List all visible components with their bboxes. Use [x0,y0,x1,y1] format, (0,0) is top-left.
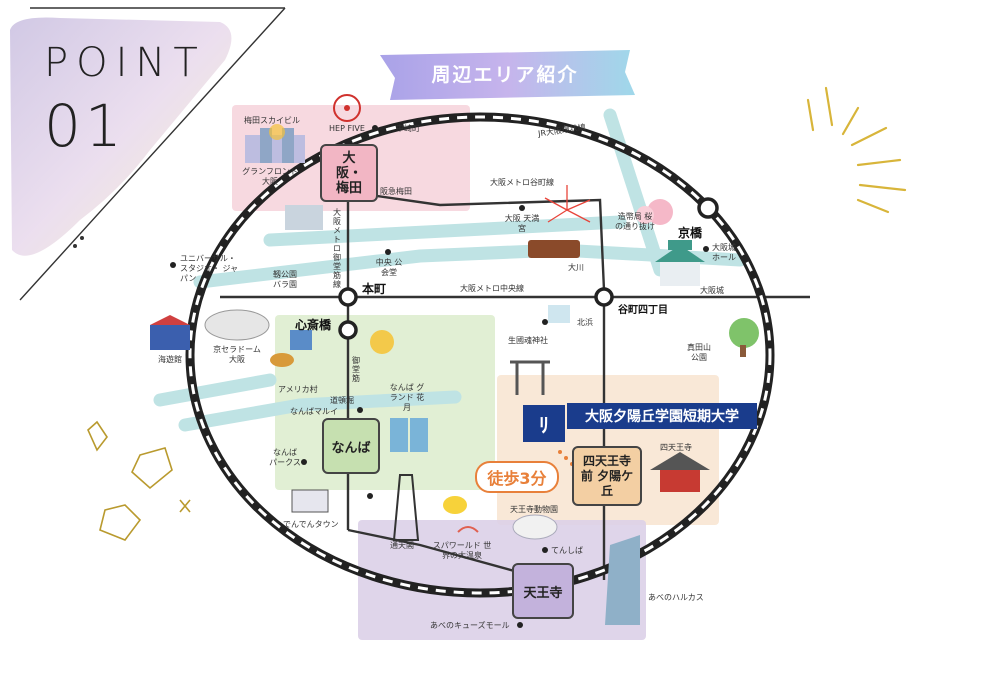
station-namba[interactable]: なんば [322,418,380,474]
point-background-blob [10,17,232,256]
place-spa-world: スパワールド 世界の大温泉 [432,541,492,560]
line-tanimachi-label: 大阪メトロ谷町線 [490,178,554,187]
place-nakazakicho: 中崎町 [396,124,420,133]
place-abeno-harukas: あべのハルカス [648,593,704,602]
place-tennoji-park: てんしば [551,546,583,555]
station-honmachi-label: 本町 [362,282,387,296]
place-zoheikyoku: 造幣局 桜の通り抜け [615,212,655,231]
place-osaka-tenmangu: 大阪 天満宮 [504,214,540,233]
place-namba-grand-kagetsu: なんば グランド 花月 [389,383,425,412]
banner-title: 周辺エリア紹介 [431,64,579,86]
line-chuo-label: 大阪メトロ中央線 [460,284,524,293]
place-osaka-castle-hall: 大阪城 ホール [712,243,736,262]
point-number: 01 [44,92,126,160]
place-usj: ユニバーサル・ スタジオ・ ジャパン [180,254,239,283]
station-shitennoji-mae[interactable]: 四天王寺前 夕陽ケ丘 [572,446,642,506]
place-namba-parks: なんば パークス [269,448,301,467]
place-namba-marui: なんばマルイ [290,407,338,416]
place-utsubo-park: 靱公園 バラ園 [273,270,297,289]
place-tennoji-zoo: 天王寺動物園 [510,505,558,514]
station-kyobashi-label: 京橋 [678,226,703,240]
station-umeda-label: 大阪・梅田 [335,150,362,196]
place-hep-five: HEP FIVE [329,124,365,133]
place-kitahama: 北浜 [577,318,593,327]
place-dotonbori: 道頓堀 [330,396,354,405]
place-okawa: 大川 [568,263,584,272]
place-qs-mall: あべのキューズモール [430,621,510,630]
point-title: POINT [44,40,206,86]
place-hankyu-umeda: 阪急梅田 [380,187,412,196]
station-umeda[interactable]: 大阪・梅田 [320,144,378,202]
place-umeda-sky: 梅田スカイビル [244,116,300,125]
rivers [153,108,747,432]
place-ikutama-jinja: 生國魂神社 [508,336,548,345]
place-shitennoji: 四天王寺 [660,443,692,452]
place-sanadayama: 真田山 公園 [687,343,711,362]
station-shitennoji-mae-label: 四天王寺前 夕陽ケ丘 [580,453,634,498]
place-osaka-castle: 大阪城 [700,286,724,295]
walk-badge: 徒歩3分 [475,461,559,493]
station-tanimachi-label: 谷町四丁目 [618,305,668,316]
place-kaiyukan: 海遊館 [158,355,182,364]
station-tennoji[interactable]: 天王寺 [512,563,574,619]
station-namba-label: なんば [331,440,371,456]
line-midosuji-label: 大阪メトロ御堂筋線 [333,208,341,289]
university-label[interactable]: 大阪夕陽丘学園短期大学 [567,403,757,429]
place-midosuji: 御堂筋 [352,356,360,383]
tennoji-area [358,520,646,640]
banner-ribbon [380,50,635,100]
svg-text:ﾘ: ﾘ [539,413,549,437]
place-kyocera-dome: 京セラドーム 大阪 [213,345,261,364]
place-amerika-mura: アメリカ村 [278,385,318,394]
place-den-den-town: でんでんタウン [283,520,339,529]
station-shinsaibashi-label: 心斎橋 [295,318,332,332]
station-tennoji-label: 天王寺 [523,585,563,601]
place-tsutenkaku: 通天閣 [390,541,414,550]
place-chuo-kokaido: 中央 公会堂 [375,258,403,277]
place-grand-front: グランフロント 大阪 [242,167,298,186]
